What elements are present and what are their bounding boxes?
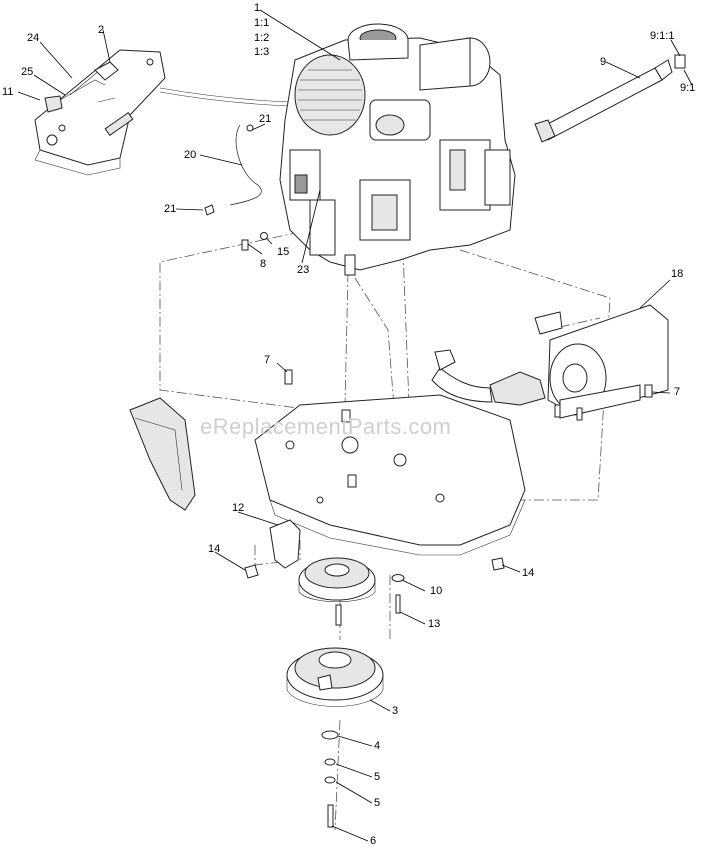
callout-7-right[interactable]: 7 [674, 386, 681, 398]
callout-9-1-1[interactable]: 9:1:1 [650, 30, 675, 42]
callout-21-bottom[interactable]: 21 [164, 203, 177, 215]
hardware-clutch [244, 369, 653, 828]
callout-3[interactable]: 3 [392, 705, 399, 717]
callout-10[interactable]: 10 [430, 585, 443, 597]
throttle-cable [159, 87, 291, 103]
throttle-control-panel [34, 49, 166, 176]
callout-12[interactable]: 12 [232, 502, 245, 514]
callout-8[interactable]: 8 [260, 258, 267, 270]
callout-9[interactable]: 9 [600, 56, 607, 68]
callout-9-1[interactable]: 9:1 [680, 82, 696, 94]
callout-14-left[interactable]: 14 [208, 543, 221, 555]
callout-6[interactable]: 6 [370, 835, 377, 847]
callout-5-upper[interactable]: 5 [374, 771, 381, 783]
callout-24[interactable]: 24 [27, 32, 40, 44]
callout-23[interactable]: 23 [297, 264, 310, 276]
callout-18[interactable]: 18 [671, 268, 684, 280]
fasteners-engine [204, 124, 268, 251]
callout-leaders [17, 9, 693, 842]
fuel-line-item-20 [229, 124, 262, 206]
pulley [298, 557, 376, 626]
callout-1-2[interactable]: 1:2 [254, 32, 270, 44]
clutch-item-3 [286, 647, 384, 707]
callout-15[interactable]: 15 [277, 246, 290, 258]
callout-2[interactable]: 2 [98, 24, 105, 36]
engine-assembly [279, 23, 516, 276]
callout-14-right[interactable]: 14 [522, 567, 535, 579]
muffler-item-18 [431, 304, 669, 421]
callout-20[interactable]: 20 [184, 149, 197, 161]
bracket-item-12 [269, 519, 301, 569]
engine-deck-plate [254, 394, 526, 556]
callout-1-3[interactable]: 1:3 [254, 46, 270, 58]
tube-item-9 [534, 54, 686, 143]
callout-11[interactable]: 11 [2, 86, 14, 98]
callout-5-lower[interactable]: 5 [374, 797, 381, 809]
callout-1[interactable]: 1 [254, 2, 261, 14]
side-bracket [129, 397, 196, 511]
callout-4[interactable]: 4 [374, 740, 381, 752]
callout-7-left[interactable]: 7 [264, 354, 271, 366]
callout-21-top[interactable]: 21 [259, 113, 272, 125]
callout-13[interactable]: 13 [428, 618, 441, 630]
callout-1-1[interactable]: 1:1 [254, 17, 270, 29]
callout-25[interactable]: 25 [21, 66, 34, 78]
watermark-text: eReplacementParts.com [200, 414, 452, 439]
